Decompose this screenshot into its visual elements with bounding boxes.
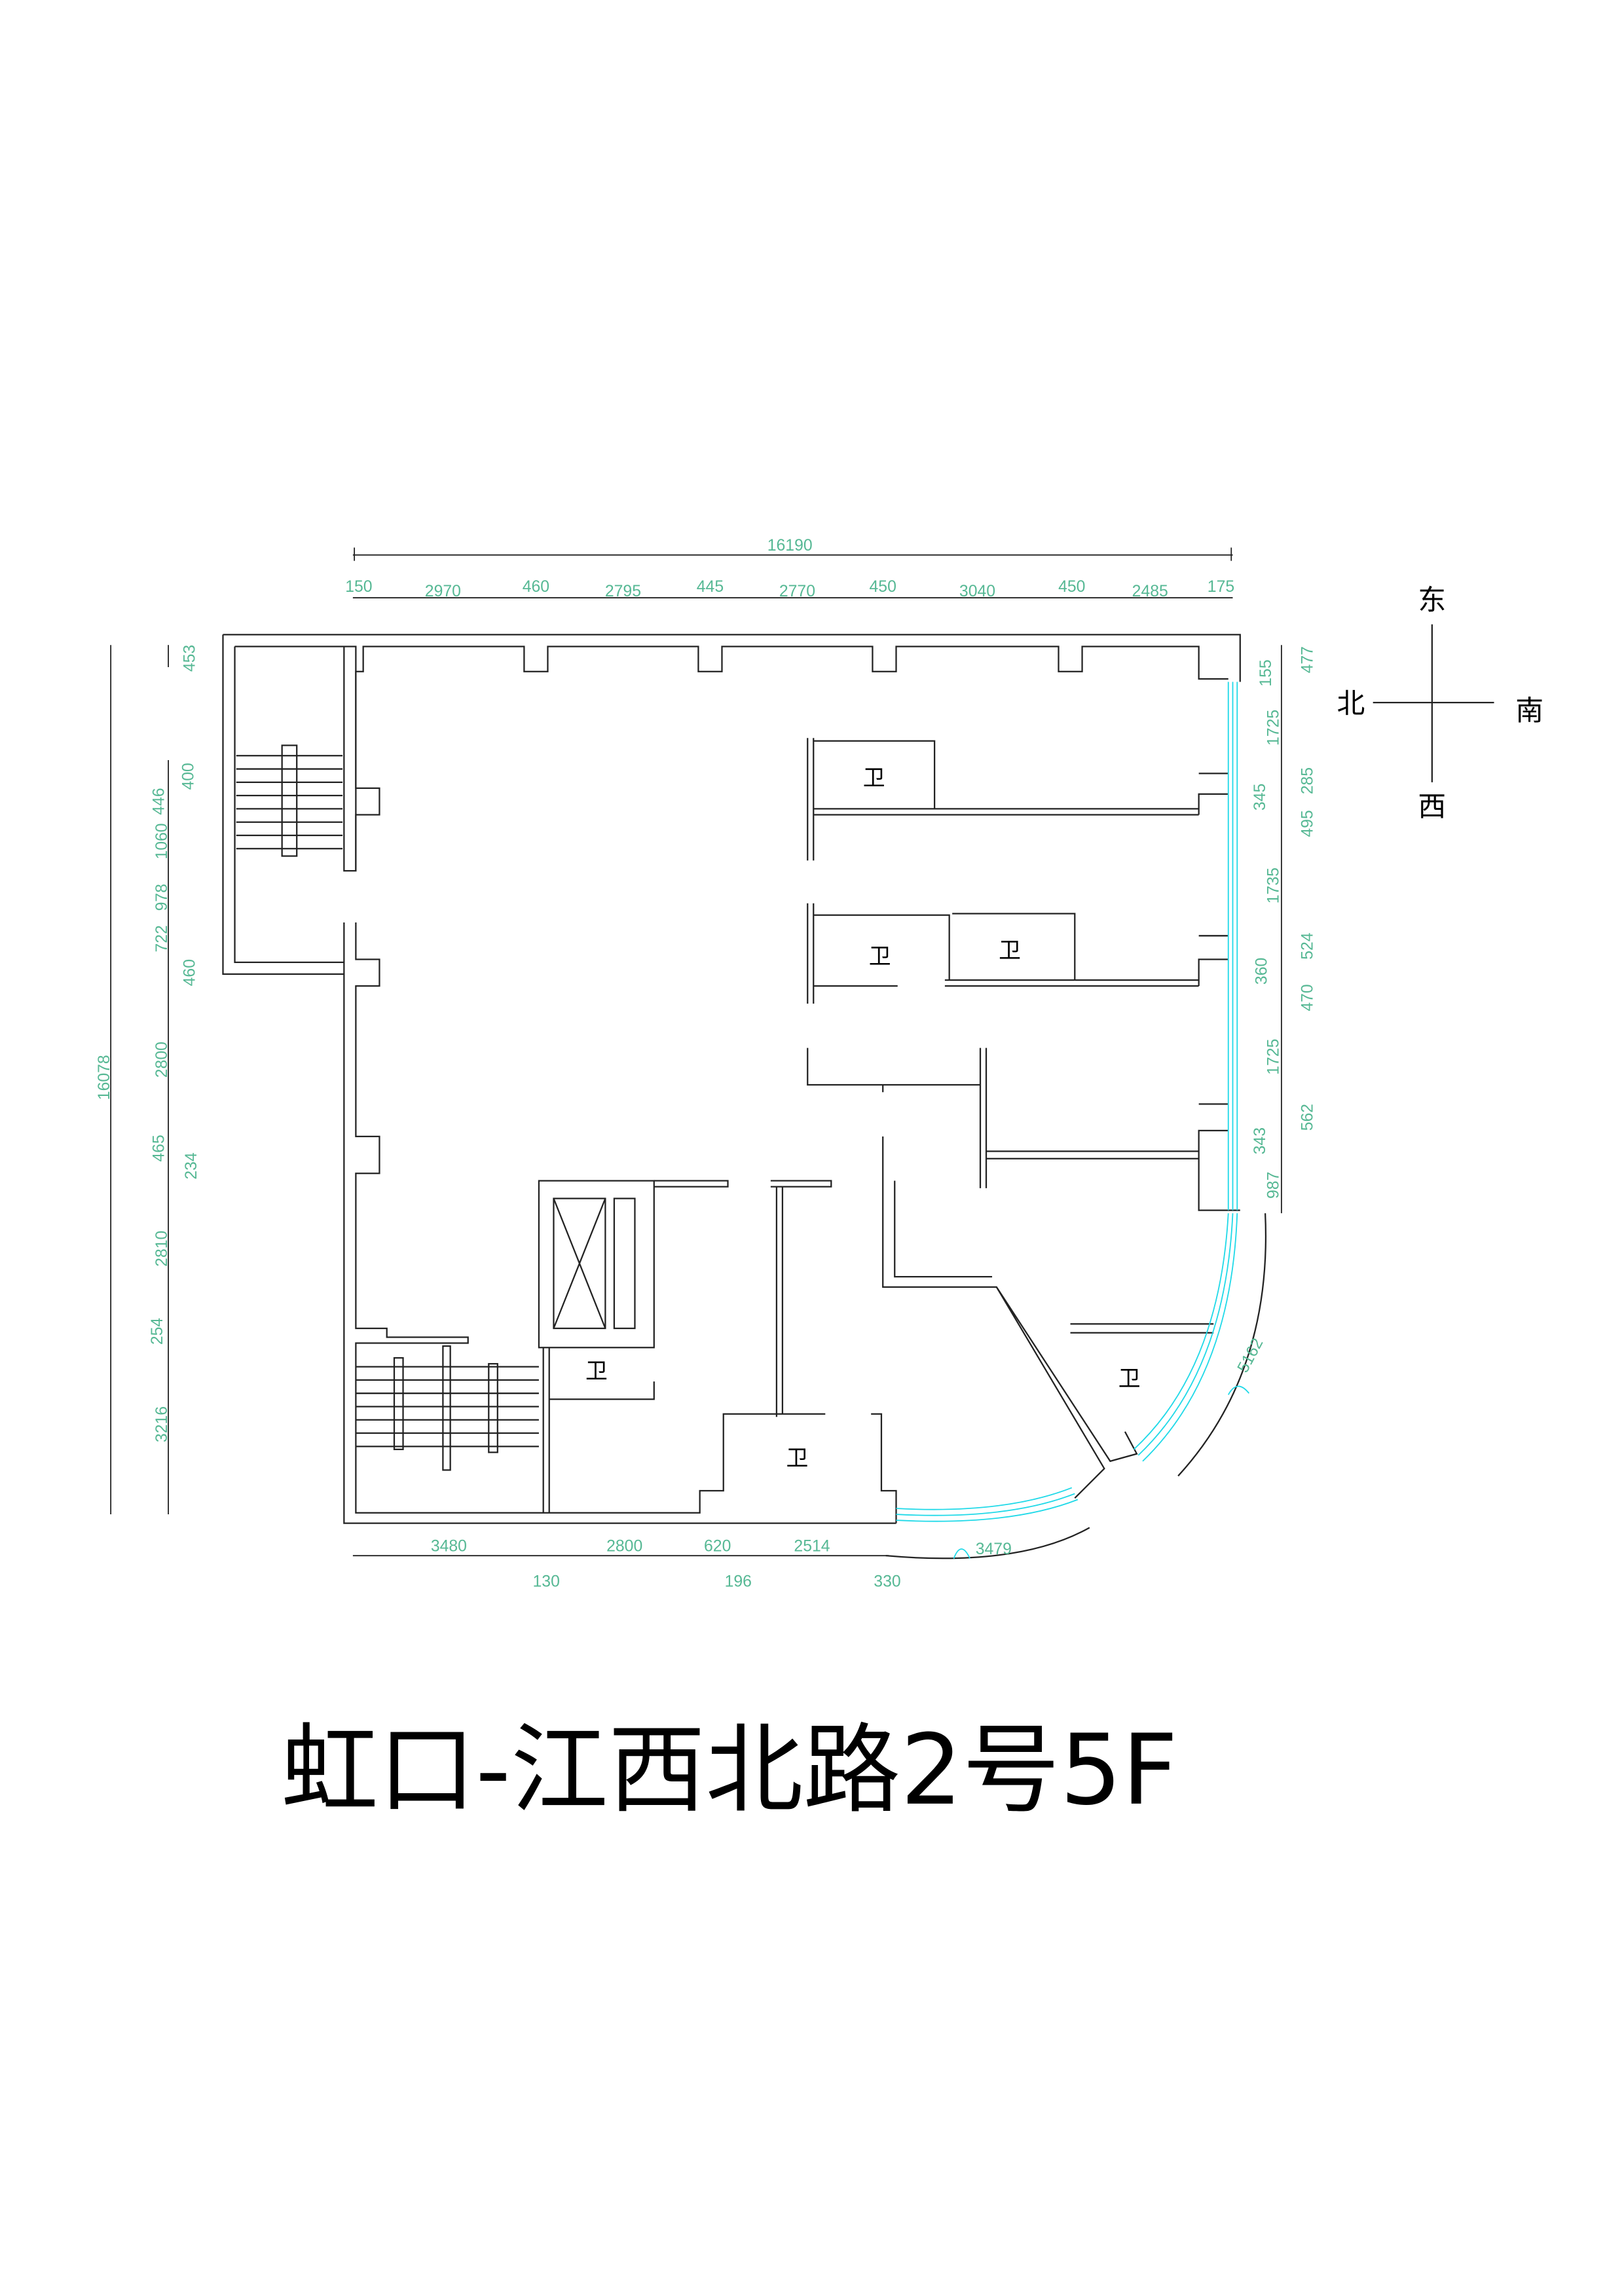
dim-top: 150: [345, 578, 372, 596]
room-label-wc: 卫: [999, 938, 1021, 963]
dim-bottom: 196: [725, 1573, 752, 1591]
room-label-wc: 卫: [863, 765, 885, 790]
dim-right: 1725: [1264, 710, 1282, 746]
dim-right-outer: 562: [1299, 1104, 1316, 1131]
lower-stairs: [356, 1345, 539, 1471]
dim-right-outer: 470: [1299, 984, 1316, 1011]
dim-top: 3040: [959, 583, 995, 600]
dim-left: 2810: [153, 1231, 171, 1267]
dim-top: 445: [697, 578, 724, 596]
dim-right: 343: [1251, 1127, 1269, 1154]
dim-bottom: 2514: [794, 1537, 830, 1555]
dim-left: 2800: [153, 1042, 171, 1078]
dim-top: 2970: [425, 583, 461, 600]
dim-left: 978: [153, 884, 171, 911]
dim-right: 1735: [1264, 867, 1282, 903]
dim-left: 254: [149, 1318, 166, 1345]
dim-right: 360: [1253, 958, 1270, 985]
walls: [222, 634, 1241, 1524]
dim-left-inner: 234: [183, 1152, 200, 1180]
dim-top: 450: [1058, 578, 1085, 596]
dimension-texts: 16190 150 2970 460 2795 445 2770 450 304…: [96, 537, 1316, 1591]
dim-right-outer: 285: [1299, 767, 1316, 794]
room-label-wc: 卫: [786, 1446, 809, 1471]
drawing-title: 虹口-江西北路2号5F: [281, 1714, 1178, 1827]
dim-right: 987: [1264, 1172, 1282, 1199]
dim-left: 446: [150, 788, 168, 814]
dim-top: 2795: [605, 583, 641, 600]
dim-left-inner: 400: [179, 763, 197, 790]
dim-bottom: 3480: [431, 1537, 467, 1555]
dim-right: 155: [1257, 659, 1275, 686]
dim-overall-height: 16078: [96, 1055, 113, 1100]
dim-right: 345: [1251, 784, 1269, 811]
compass-east: 东: [1418, 584, 1446, 617]
dim-bottom: 130: [533, 1573, 560, 1591]
dim-bottom: 330: [874, 1573, 900, 1591]
dim-bottom: 2800: [606, 1537, 642, 1555]
room-label-wc: 卫: [585, 1358, 608, 1384]
dim-top: 175: [1208, 578, 1234, 596]
dim-right-outer: 477: [1299, 646, 1316, 673]
dim-top: 460: [523, 578, 549, 596]
dim-right-outer: 524: [1299, 932, 1316, 960]
dim-left: 1060: [153, 823, 171, 859]
dim-top: 2770: [779, 583, 815, 600]
compass: 东 北 南 西: [1337, 584, 1543, 824]
dim-arc-bottom: 3479: [976, 1540, 1012, 1558]
dim-left: 465: [150, 1135, 168, 1161]
compass-north: 北: [1337, 687, 1365, 720]
dim-top: 2485: [1132, 583, 1168, 600]
dim-left: 3216: [153, 1406, 171, 1442]
compass-west: 西: [1418, 791, 1446, 824]
dimension-lines: [110, 547, 1282, 1557]
dim-right: 1725: [1264, 1039, 1282, 1075]
compass-south: 南: [1515, 695, 1543, 727]
room-label-wc: 卫: [1118, 1366, 1141, 1391]
windows: [885, 682, 1267, 1559]
dim-arc-right: 5162: [1234, 1336, 1267, 1376]
room-label-wc: 卫: [869, 943, 891, 969]
dim-left-inner: 453: [181, 645, 199, 672]
dim-top: 450: [870, 578, 896, 596]
dim-overall-width: 16190: [767, 537, 813, 555]
dim-left-inner: 460: [181, 959, 199, 986]
dim-bottom: 620: [704, 1537, 731, 1555]
dim-right-outer: 495: [1299, 810, 1316, 837]
upper-stairs: [236, 744, 343, 857]
dim-left: 722: [153, 925, 171, 952]
